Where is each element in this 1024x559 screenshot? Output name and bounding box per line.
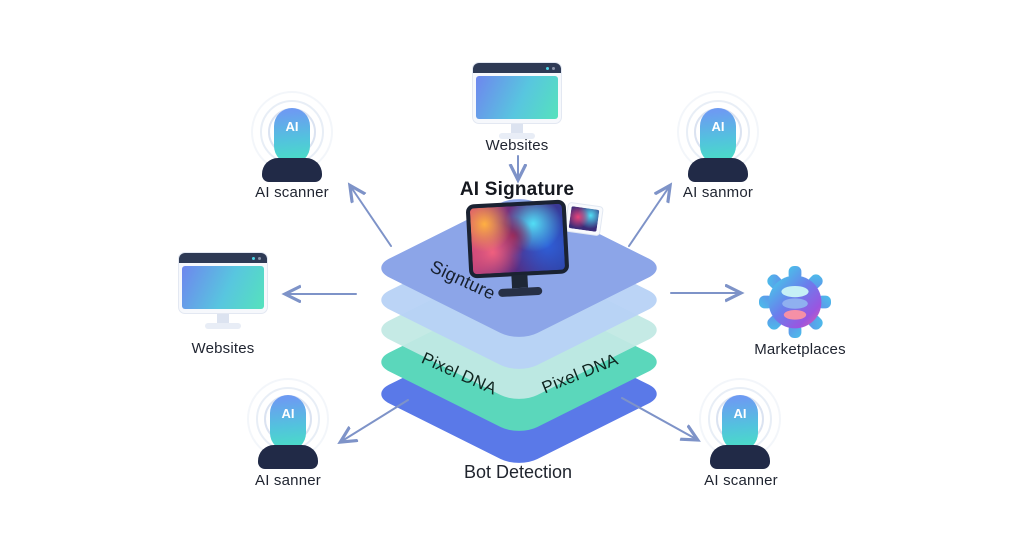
topbar-dot-icon [552, 66, 555, 70]
scanner-head: AI [722, 395, 758, 451]
scanner-top-left-label: AI scanner [255, 184, 329, 201]
scanner-top-left-icon: AI [251, 91, 333, 182]
left-websites-monitor-icon [178, 252, 268, 329]
monitor-screen [476, 76, 558, 119]
gear-icon [759, 266, 831, 338]
scanner-body [710, 445, 770, 469]
art-monitor-icon [465, 199, 571, 298]
bot-detection-label: Bot Detection [463, 462, 573, 482]
topbar-dot-icon [258, 256, 261, 260]
scanner-top-right-icon: AI [677, 91, 759, 182]
art-tablet-icon [564, 201, 604, 237]
scanner-top-right-label: AI sanmor [682, 184, 754, 201]
scanner-head: AI [700, 108, 736, 164]
gear-slot-middle [782, 298, 808, 309]
marketplaces-label: Marketplaces [754, 341, 846, 358]
scanner-body [262, 158, 322, 182]
monitor-frame [472, 62, 562, 124]
scanner-head: AI [270, 395, 306, 451]
art-tablet-screen [568, 206, 600, 232]
art-monitor-screen [469, 203, 566, 275]
scanner-head: AI [274, 108, 310, 164]
monitor-base [205, 323, 241, 329]
scanner-head-text: AI [281, 406, 295, 421]
monitor-base [499, 133, 535, 139]
art-monitor-neck [511, 274, 529, 289]
art-monitor-frame [465, 199, 570, 279]
scanner-bottom-left-icon: AI [247, 378, 329, 469]
gear-slot-bottom [783, 310, 807, 320]
top-websites-label: Websites [485, 137, 549, 154]
monitor-screen [182, 266, 264, 309]
monitor-neck [511, 124, 523, 133]
scanner-bottom-right-icon: AI [699, 378, 781, 469]
scanner-body [688, 158, 748, 182]
scanner-head-text: AI [711, 119, 725, 134]
monitor-topbar [179, 253, 267, 263]
topbar-dot-icon [252, 256, 255, 260]
top-websites-monitor-icon [472, 62, 562, 139]
monitor-neck [217, 314, 229, 323]
left-websites-label: Websites [191, 340, 255, 357]
topbar-dot-icon [546, 66, 549, 70]
gear-slot-top [781, 286, 809, 298]
page-title: AI Signature [459, 179, 575, 200]
arrow-up-left [351, 187, 392, 247]
monitor-frame [178, 252, 268, 314]
scanner-body [258, 445, 318, 469]
scanner-bottom-right-label: AI scanner [704, 472, 778, 489]
scanner-head-text: AI [733, 406, 747, 421]
monitor-topbar [473, 63, 561, 73]
scanner-head-text: AI [285, 119, 299, 134]
scanner-bottom-left-label: AI sanner [254, 472, 321, 489]
